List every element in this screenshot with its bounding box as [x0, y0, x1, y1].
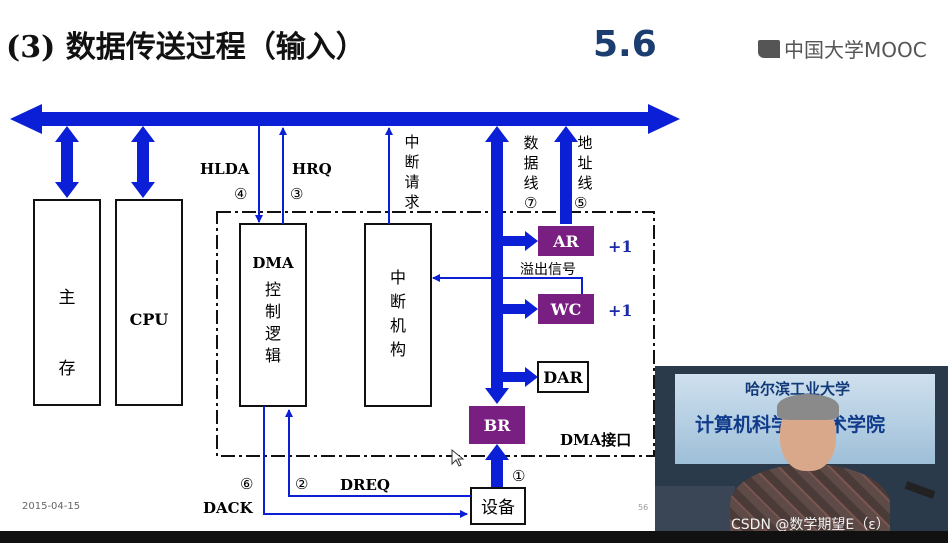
- dma-logic-label-4: 逻: [265, 324, 281, 343]
- memory-label-2: 存: [59, 359, 76, 379]
- address-line-label-2: 址: [577, 154, 592, 172]
- lecturer-body: [730, 464, 890, 534]
- memory-bus-link: [55, 126, 79, 198]
- memory-box: [33, 199, 101, 406]
- data-line-bus: [485, 126, 509, 404]
- cpu-label: CPU: [130, 310, 169, 329]
- dma-control-logic-box: [239, 223, 307, 407]
- dma-interface-boundary: [216, 211, 655, 457]
- device-to-br-arrow: [485, 444, 509, 488]
- data-line-label-2: 据: [523, 154, 538, 172]
- slide-date: 2015-04-15: [22, 501, 81, 512]
- wc-increment-label: +1: [608, 301, 633, 320]
- cpu-bus-link: [131, 126, 155, 198]
- csdn-watermark: CSDN @数学期望E（ε）: [731, 517, 890, 533]
- bus-to-dar-arrow: [503, 367, 538, 387]
- step5-label: ⑤: [574, 194, 587, 212]
- hlda-label: HLDA: [200, 160, 250, 178]
- br-label: BR: [484, 416, 512, 435]
- dreq-label: DREQ: [340, 476, 390, 494]
- section-number: 5.6: [593, 24, 657, 65]
- interrupt-request-label-3: 请: [404, 173, 419, 191]
- step7-label: ⑦: [524, 194, 537, 212]
- memory-label-1: 主: [59, 288, 76, 308]
- address-line-label-1: 地: [577, 134, 592, 152]
- dack-label: DACK: [203, 499, 254, 517]
- step1-label: ①: [512, 467, 525, 485]
- lecturer-hair: [777, 394, 839, 420]
- step6-label: ⑥: [240, 475, 253, 493]
- desk: [655, 486, 735, 534]
- dreq-line: [285, 409, 471, 497]
- bus-to-wc-arrow: [503, 299, 538, 319]
- dma-logic-label-5: 辑: [265, 346, 281, 365]
- interrupt-request-label-4: 求: [404, 193, 419, 211]
- school-name: 哈尔滨工业大学: [745, 380, 851, 398]
- data-line-label-3: 线: [523, 174, 538, 192]
- step4-label: ④: [234, 185, 247, 203]
- dma-logic-label-1: DMA: [252, 254, 294, 272]
- bus-to-ar-arrow: [503, 231, 538, 251]
- ar-register: [538, 226, 594, 256]
- webcam-overlay: 哈尔滨工业大学 计算机科学与技术学院 CSDN @数学期望E（ε）: [655, 366, 948, 534]
- dar-label: DAR: [543, 368, 583, 387]
- step3-label: ③: [290, 185, 303, 203]
- mooc-logo-text: 中国大学MOOC: [784, 38, 927, 62]
- wc-label: WC: [550, 300, 582, 319]
- book-icon: [758, 39, 780, 58]
- microphone-icon: [904, 481, 936, 499]
- device-box: [470, 487, 526, 525]
- br-register: [469, 406, 525, 444]
- interrupt-request-label-2: 断: [404, 153, 419, 171]
- ar-label: AR: [552, 232, 579, 251]
- ar-increment-label: +1: [608, 237, 633, 256]
- address-line-bus: [554, 126, 578, 224]
- interrupt-unit-label-1: 中: [390, 268, 406, 287]
- dack-line: [263, 406, 468, 518]
- step2-label: ②: [295, 475, 308, 493]
- bottom-bar: [0, 531, 948, 543]
- address-line-label-3: 线: [577, 174, 592, 192]
- dma-interface-label: DMA接口: [560, 431, 631, 449]
- overflow-signal-line: [432, 274, 583, 294]
- interrupt-unit-label-4: 构: [390, 340, 406, 359]
- device-label: 设备: [481, 498, 515, 518]
- dma-logic-label-2: 控: [265, 280, 281, 299]
- interrupt-unit-label-3: 机: [390, 316, 406, 335]
- mooc-logo: 中国大学MOOC: [758, 34, 927, 63]
- interrupt-unit-label-2: 断: [390, 292, 406, 311]
- overflow-signal-label: 溢出信号: [520, 262, 576, 278]
- dma-logic-label-3: 制: [265, 302, 281, 321]
- hrq-label: HRQ: [292, 160, 332, 178]
- slide-page-number: 56: [638, 503, 649, 512]
- system-bus: [10, 104, 680, 134]
- cpu-box: [115, 199, 183, 406]
- interrupt-request-label-1: 中: [404, 133, 419, 151]
- interrupt-unit-box: [364, 223, 432, 407]
- slide-title: (3) 数据传送过程（输入）: [6, 30, 366, 65]
- mouse-cursor-icon: [451, 448, 465, 467]
- data-line-label-1: 数: [523, 134, 538, 152]
- dar-register: [537, 361, 589, 393]
- wc-register: [538, 294, 594, 324]
